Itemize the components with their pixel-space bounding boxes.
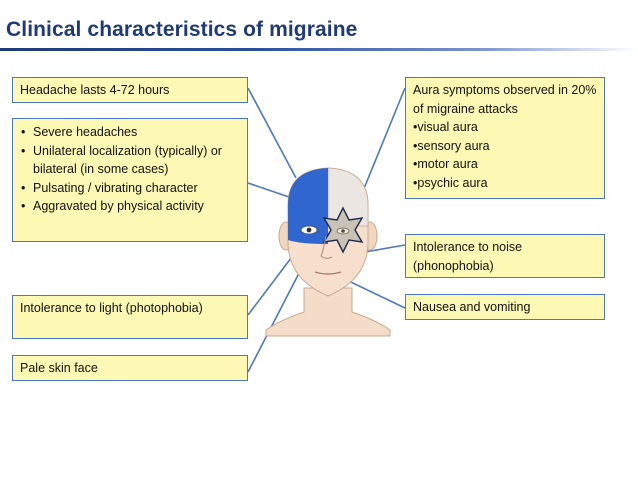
- photophobia-text: Intolerance to light (photophobia): [20, 301, 203, 315]
- aura-item: •visual aura: [413, 120, 478, 134]
- phonophobia-box: Intolerance to noise (phonophobia): [405, 234, 605, 278]
- headache-features-list: Severe headaches Unilateral localization…: [20, 123, 240, 216]
- list-item: Unilateral localization (typically) or b…: [21, 142, 240, 179]
- connector-headache: [247, 182, 293, 199]
- photophobia-box: Intolerance to light (photophobia): [12, 295, 248, 339]
- phonophobia-text: Intolerance to noise (phonophobia): [413, 240, 523, 273]
- aura-item: •sensory aura: [413, 138, 490, 153]
- page-title: Clinical characteristics of migraine: [6, 18, 358, 41]
- list-item: Pulsating / vibrating character: [21, 179, 240, 198]
- nausea-text: Nausea and vomiting: [413, 300, 531, 314]
- connector-phonophobia: [364, 244, 406, 253]
- title-underline: [0, 48, 638, 51]
- head-illustration: [265, 167, 391, 337]
- duration-box: Headache lasts 4-72 hours: [12, 77, 248, 103]
- aura-heading: Aura symptoms observed in 20% of migrain…: [413, 83, 597, 116]
- nausea-box: Nausea and vomiting: [405, 294, 605, 320]
- duration-text: Headache lasts 4-72 hours: [20, 83, 170, 97]
- list-item: Aggravated by physical activity: [21, 197, 240, 216]
- list-item: Severe headaches: [21, 123, 240, 142]
- connector-duration: [247, 87, 297, 179]
- pale-skin-text: Pale skin face: [20, 361, 98, 375]
- aura-item: •motor aura: [413, 157, 478, 171]
- aura-item: •psychic aura: [413, 175, 488, 190]
- headache-features-box: Severe headaches Unilateral localization…: [12, 118, 248, 242]
- pain-region: [288, 168, 328, 244]
- pale-skin-box: Pale skin face: [12, 355, 248, 381]
- aura-box: Aura symptoms observed in 20% of migrain…: [405, 77, 605, 199]
